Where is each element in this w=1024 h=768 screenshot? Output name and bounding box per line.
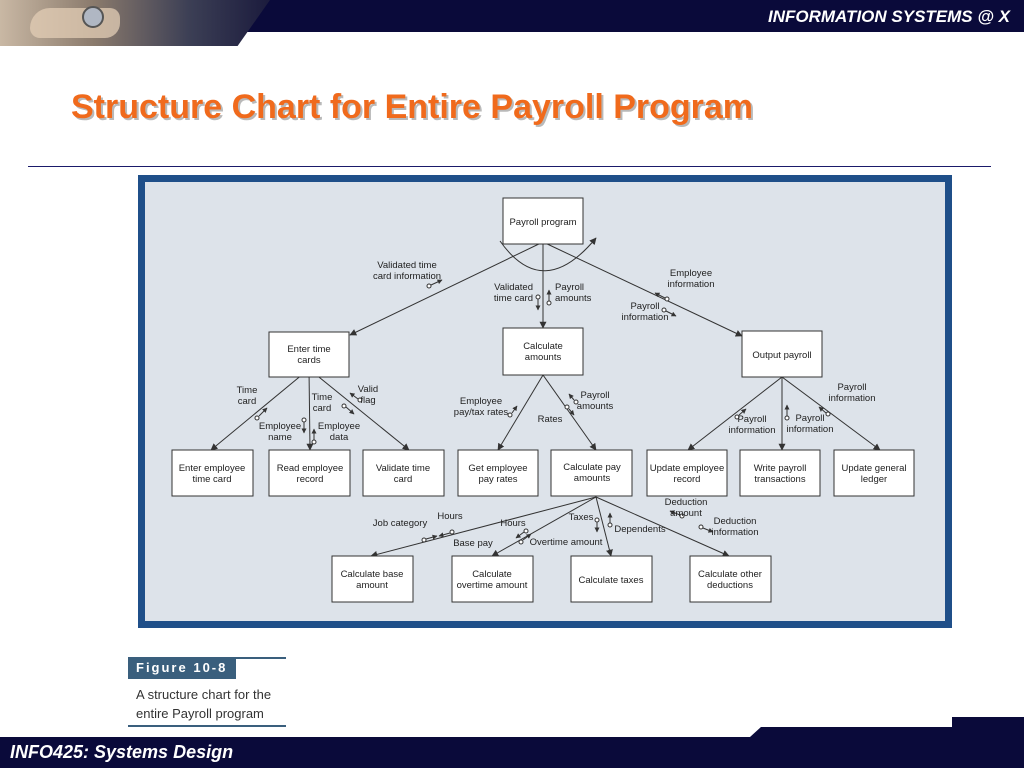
connector-pay-overtime xyxy=(491,496,597,557)
module-boxes xyxy=(171,197,915,603)
loop-arc xyxy=(499,237,597,272)
couple-hours-a: Hours xyxy=(437,511,463,522)
brand-text: INFORMATION SYSTEMS @ X xyxy=(768,7,1010,26)
couple-rates: Rates xyxy=(538,414,563,425)
slide-title: Structure Chart for Entire Payroll Progr… xyxy=(71,88,754,126)
module-update-general-ledger xyxy=(833,449,915,497)
title-divider xyxy=(28,166,991,167)
connector-pay-other xyxy=(595,496,730,557)
course-name: INFO425: Systems Design xyxy=(10,742,234,762)
module-calculate-taxes xyxy=(570,555,653,603)
connector-output-ledger xyxy=(781,376,881,451)
couple-overtime-amount: Overtime amount xyxy=(530,537,603,548)
caption-bottom-rule xyxy=(128,725,286,727)
couple-base-pay: Base pay xyxy=(453,538,493,549)
module-read-employee-record xyxy=(268,449,351,497)
connector-calc-rates xyxy=(497,374,544,451)
handshake-photo xyxy=(0,0,270,46)
module-update-employee-record xyxy=(646,449,728,497)
label-output-payroll: Output payroll xyxy=(752,350,811,361)
label-payroll-program: Payroll program xyxy=(509,217,576,228)
bottom-banner: INFO425: Systems Design xyxy=(0,717,1024,768)
connector-enter-read xyxy=(306,368,314,451)
figure-number: Figure 10-8 xyxy=(128,657,236,679)
connector-output-update xyxy=(687,376,783,451)
watch-icon xyxy=(82,6,104,28)
connector-enter-entercard xyxy=(210,368,310,451)
figure-caption: Figure 10-8 A structure chart for the en… xyxy=(128,657,286,727)
hand-shape xyxy=(30,8,120,38)
module-calculate-pay-amounts xyxy=(550,449,633,497)
footer-notch xyxy=(952,717,1024,737)
module-enter-employee-time-card xyxy=(171,449,254,497)
figure-description: A structure chart for the entire Payroll… xyxy=(136,687,272,721)
module-validate-time-card xyxy=(362,449,445,497)
data-couples xyxy=(254,279,831,545)
module-output-payroll xyxy=(741,330,823,378)
couple-job-category: Job category xyxy=(373,518,428,529)
top-banner: INFORMATION SYSTEMS @ X xyxy=(0,0,1024,46)
couple-hours-b: Hours xyxy=(500,518,526,529)
connector-pay-base xyxy=(370,496,597,558)
module-calculate-other-deductions xyxy=(689,555,772,603)
diagram-panel xyxy=(145,182,945,621)
connector-payroll-enter xyxy=(349,241,544,336)
module-write-payroll-transactions xyxy=(739,449,821,497)
module-get-employee-pay-rates xyxy=(457,449,539,497)
module-enter-time-cards xyxy=(268,331,350,378)
couple-dependents: Dependents xyxy=(614,524,665,535)
module-payroll-program xyxy=(502,197,584,245)
module-calculate-base-amount xyxy=(331,555,414,603)
couple-taxes: Taxes xyxy=(569,512,594,523)
caption-top-rule xyxy=(228,657,286,659)
connector-pay-taxes xyxy=(595,496,613,557)
connector-enter-validate xyxy=(308,368,410,451)
connector-lines xyxy=(210,237,881,558)
label-calculate-taxes: Calculate taxes xyxy=(579,575,644,586)
footer-wedge xyxy=(750,727,1024,737)
module-calculate-overtime-amount xyxy=(451,555,534,603)
module-calculate-amounts xyxy=(502,327,584,376)
